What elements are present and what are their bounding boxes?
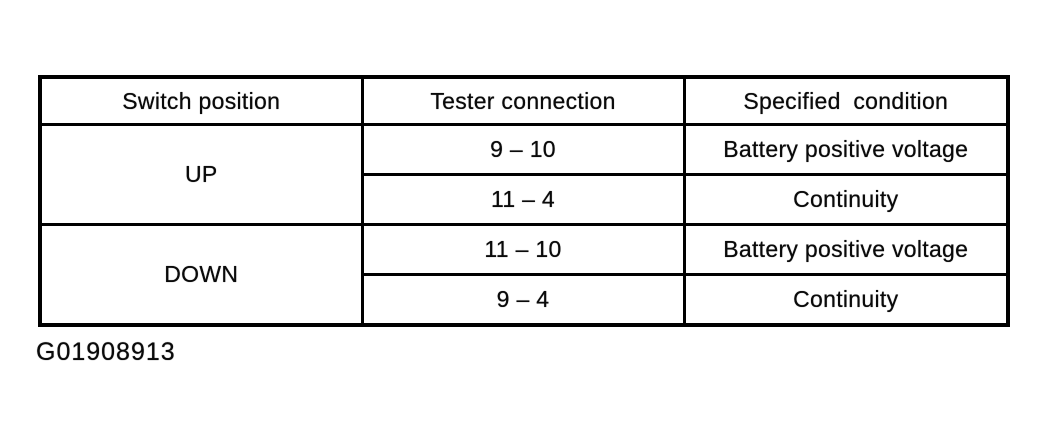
- cell-switch-position-up: UP: [38, 123, 364, 226]
- header-tester-connection: Tester connection: [360, 75, 686, 126]
- cell-specified-condition: Continuity: [682, 273, 1010, 327]
- table-row: 11 – 4 Continuity: [40, 173, 1010, 226]
- table-row: UP 9 – 10 Battery positive voltage: [38, 123, 1010, 226]
- cell-tester-connection: 11 – 10: [360, 223, 686, 276]
- cell-tester-connection: 9 – 4: [360, 273, 686, 327]
- cell-specified-condition: Continuity: [682, 173, 1010, 226]
- figure-id: G01908913: [36, 338, 176, 366]
- header-switch-position: Switch position: [38, 75, 364, 126]
- header-row: Switch position Tester connection Specif…: [38, 75, 1010, 126]
- header-specified-condition: Specified condition: [682, 75, 1010, 126]
- cell-tester-connection: 11 – 4: [360, 173, 686, 226]
- cell-specified-condition: Battery positive voltage: [682, 223, 1010, 276]
- table-row: DOWN 11 – 10 Battery positive voltage: [38, 223, 1010, 327]
- cell-switch-position-down: DOWN: [38, 223, 364, 327]
- cell-specified-condition: Battery positive voltage: [682, 123, 1010, 176]
- table-row: 9 – 4 Continuity: [40, 273, 1010, 327]
- switch-test-spec-table: Switch position Tester connection Specif…: [38, 75, 1010, 327]
- cell-tester-connection: 9 – 10: [360, 123, 686, 176]
